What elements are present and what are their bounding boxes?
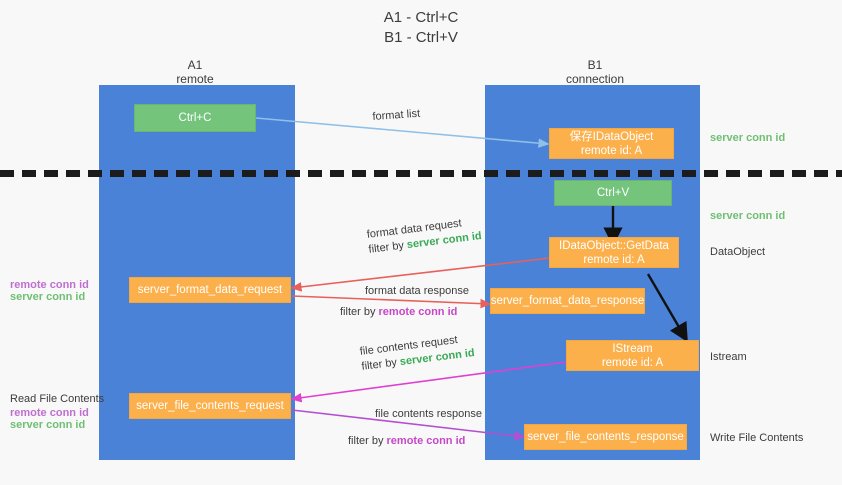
node-server-format-data-request[interactable]: server_format_data_request xyxy=(129,277,291,303)
column-header-b1-sub: connection xyxy=(565,72,625,86)
filter-prefix: filter by xyxy=(360,356,401,373)
left-label-server-conn-id-1: server conn id xyxy=(10,291,86,303)
right-label-dataobject: DataObject xyxy=(710,246,766,258)
node-ctrl-v-label: Ctrl+V xyxy=(596,187,630,199)
node-istream-line1: IStream xyxy=(612,342,653,355)
edge-label-file-contents-response-filter: filter by remote conn id xyxy=(348,434,465,449)
left-label-remote-conn-id-1: remote conn id xyxy=(10,279,89,291)
node-server-file-contents-response[interactable]: server_file_contents_response xyxy=(524,424,687,450)
column-header-a1-name: A1 xyxy=(187,58,203,72)
column-header-b1-name: B1 xyxy=(587,58,603,72)
node-ctrl-c[interactable]: Ctrl+C xyxy=(134,104,256,132)
left-label-remote-conn-id-2: remote conn id xyxy=(10,407,89,419)
edge-label-file-contents-response: file contents response xyxy=(375,407,482,422)
node-idataobject[interactable]: 保存IDataObject remote id: A xyxy=(549,128,674,159)
node-getdata-line2: remote id: A xyxy=(583,253,645,266)
filter-prefix: filter by xyxy=(367,239,408,256)
node-ctrl-v[interactable]: Ctrl+V xyxy=(554,180,672,206)
node-istream-line2: remote id: A xyxy=(601,356,664,369)
right-label-istream: Istream xyxy=(710,351,747,363)
left-label-read-file-contents: Read File Contents xyxy=(10,393,105,405)
edge-label-format-data-response-text: format data response xyxy=(365,285,469,297)
edge-label-format-data-response: format data response xyxy=(365,284,469,299)
left-label-group-2: Read File Contents remote conn id server… xyxy=(10,392,104,431)
phase-divider xyxy=(0,170,842,177)
filter-token-remote-conn-id: remote conn id xyxy=(386,435,466,447)
column-header-a1-sub: remote xyxy=(176,72,214,86)
node-getdata-line1: IDataObject::GetData xyxy=(559,239,669,252)
right-label-server-conn-id-1: server conn id xyxy=(710,132,786,144)
node-server-file-contents-request[interactable]: server_file_contents_request xyxy=(129,393,291,419)
edge-label-format-list-text: format list xyxy=(372,107,421,123)
node-server-file-contents-response-label: server_file_contents_response xyxy=(527,431,684,443)
edge-label-format-list: format list xyxy=(372,107,421,125)
column-header-b1: B1 connection xyxy=(525,58,665,86)
node-server-format-data-request-label: server_format_data_request xyxy=(137,284,283,296)
filter-prefix: filter by xyxy=(348,435,387,447)
edge-label-file-contents-response-text: file contents response xyxy=(375,408,483,420)
right-label-write-file-contents: Write File Contents xyxy=(710,432,804,444)
node-server-file-contents-request-label: server_file_contents_request xyxy=(136,400,284,412)
filter-prefix: filter by xyxy=(340,306,379,318)
column-header-a1: A1 remote xyxy=(125,58,265,86)
node-server-format-data-response[interactable]: server_format_data_response xyxy=(490,288,645,314)
left-label-group-1: remote conn id server conn id xyxy=(10,279,89,303)
edge-label-format-data-request: format data request filter by server con… xyxy=(366,214,483,258)
node-server-format-data-response-label: server_format_data_response xyxy=(490,295,645,307)
left-label-server-conn-id-2: server conn id xyxy=(10,419,86,431)
node-ctrl-c-label: Ctrl+C xyxy=(178,112,212,124)
page-title: A1 - Ctrl+C B1 - Ctrl+V xyxy=(383,9,459,46)
edge-label-file-contents-request: file contents request filter by server c… xyxy=(359,331,476,375)
node-idataobject-line1: 保存IDataObject xyxy=(569,130,654,143)
edge-label-format-data-response-filter: filter by remote conn id xyxy=(340,305,457,320)
right-label-server-conn-id-2: server conn id xyxy=(710,210,786,222)
filter-token-remote-conn-id: remote conn id xyxy=(378,306,458,318)
node-istream[interactable]: IStream remote id: A xyxy=(566,340,699,371)
node-idataobject-getdata[interactable]: IDataObject::GetData remote id: A xyxy=(549,237,679,268)
node-idataobject-line2: remote id: A xyxy=(580,144,643,157)
